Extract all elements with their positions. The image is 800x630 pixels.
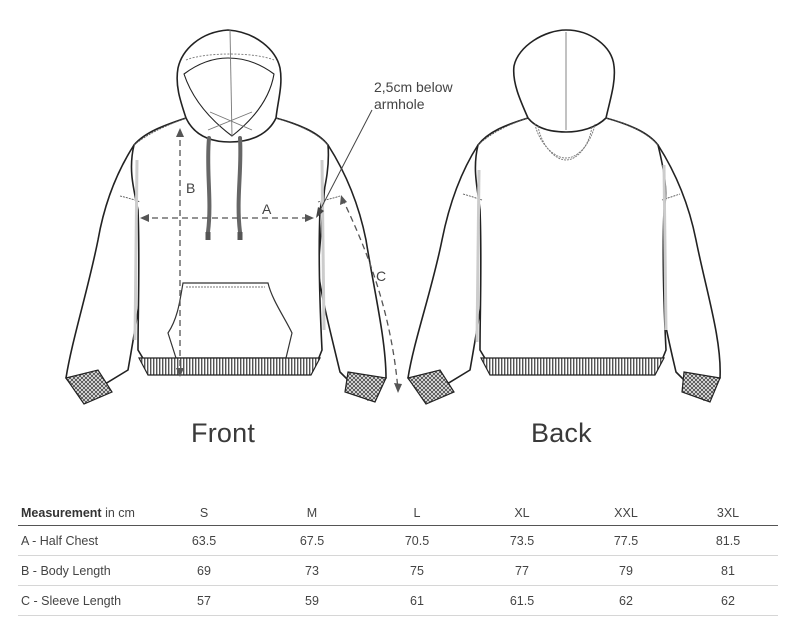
dimension-b-label: B [186,180,196,196]
dimension-lines [142,130,399,391]
table-cell: 59 [260,585,364,616]
dimension-c-line [341,197,399,391]
table-cell: 61.5 [470,585,574,616]
back-view-title: Back [531,418,592,448]
size-header-l: L [364,500,470,526]
table-row-sleeve-length: C - Sleeve Length 57 59 61 61.5 62 62 [18,585,778,616]
back-waistband [480,357,665,376]
back-details [462,32,681,343]
measurement-column-header: Measurement in cm [18,500,148,526]
annotation-line-2: armhole [374,96,425,112]
armhole-annotation: 2,5cm below armhole [374,79,453,113]
dimension-a-label: A [262,201,272,217]
size-header-m: M [260,500,364,526]
table-cell: 62 [678,585,778,616]
row-label: A - Half Chest [18,525,148,556]
front-drawstrings [206,136,243,234]
table-cell: 73 [260,555,364,586]
table-row-body-length: B - Body Length 69 73 75 77 79 81 [18,555,778,586]
table-cell: 77 [470,555,574,586]
dimension-c-label: C [376,268,387,284]
table-cell: 57 [148,585,260,616]
table-header-row: Measurement in cm S M L XL XXL 3XL [18,500,778,526]
table-cell: 79 [574,555,678,586]
table-cell: 81.5 [678,525,778,556]
table-cell: 70.5 [364,525,470,556]
size-chart-table: Measurement in cm S M L XL XXL 3XL A - H… [18,500,778,616]
hoodie-sketches-svg [65,29,721,405]
annotation-line-1: 2,5cm below [374,79,453,95]
back-left-cuff [407,369,455,405]
table-cell: 69 [148,555,260,586]
back-hoodie [407,29,721,401]
size-header-3xl: 3XL [678,500,778,526]
row-label: B - Body Length [18,555,148,586]
front-left-cuff [65,369,113,405]
table-cell: 73.5 [470,525,574,556]
size-header-xl: XL [470,500,574,526]
size-header-s: S [148,500,260,526]
row-label: C - Sleeve Length [18,585,148,616]
table-cell: 77.5 [574,525,678,556]
front-right-cuff [344,371,387,403]
hoodie-technical-drawing: A B C 2,5cm below armhole Front Back [65,29,721,448]
table-row-half-chest: A - Half Chest 63.5 67.5 70.5 73.5 77.5 … [18,525,778,556]
table-cell: 61 [364,585,470,616]
table-cell: 63.5 [148,525,260,556]
table-cell: 75 [364,555,470,586]
front-view-title: Front [191,418,256,448]
dimension-arrowheads [140,128,402,393]
table-cell: 81 [678,555,778,586]
table-cell: 67.5 [260,525,364,556]
size-header-xxl: XXL [574,500,678,526]
annotation-leader-line [317,109,373,215]
front-details [119,29,341,359]
front-waistband [138,357,321,376]
back-right-cuff [681,371,721,403]
table-cell: 62 [574,585,678,616]
